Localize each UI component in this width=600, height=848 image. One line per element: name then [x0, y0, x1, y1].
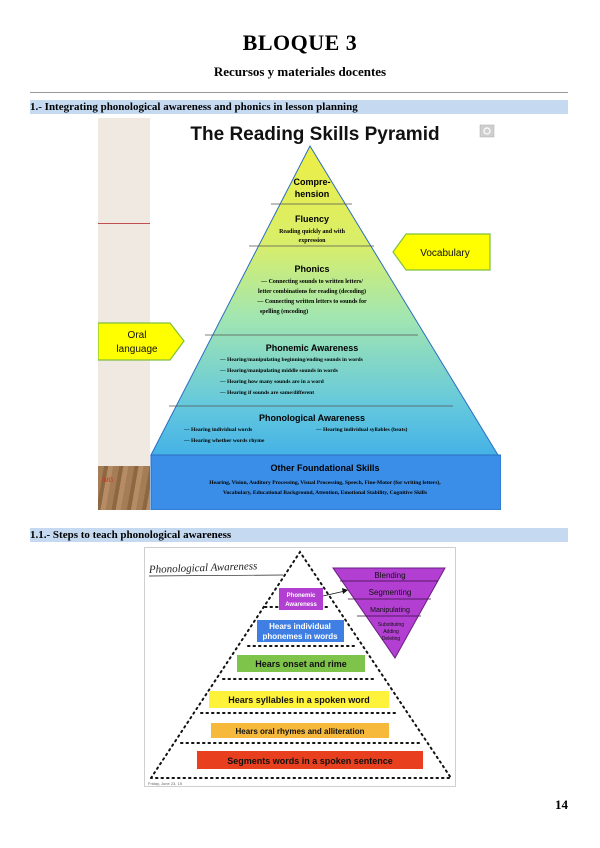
phonological-title: Phonological Awareness — [259, 413, 365, 423]
phonemic-desc-3: — Hearing how many sounds are in a word — [219, 379, 325, 385]
level-syllables: Hears syllables in a spoken word — [209, 691, 389, 708]
page-title: BLOQUE 3 — [242, 30, 358, 55]
level-phonemic-awareness: Phonemic Awareness — [279, 588, 323, 610]
arrow-icon — [322, 588, 348, 597]
foundational-base — [150, 454, 501, 510]
level-onset-rime-label: Hears onset and rime — [255, 659, 347, 669]
pyramid-triangle — [150, 144, 499, 456]
figure2-caption: Friday, June 23, 15 — [148, 781, 183, 786]
foundational-desc-2: Vocabulary, Educational Background, Atte… — [223, 490, 428, 496]
wood-floor: IMG — [98, 466, 150, 510]
figure1-title: The Reading Skills Pyramid — [190, 124, 439, 145]
phonics-desc-4: spelling (encoding) — [260, 308, 308, 315]
corner-mark-text: IMG — [102, 478, 114, 484]
level-onset-rime: Hears onset and rime — [237, 655, 365, 672]
red-line — [98, 223, 150, 224]
phonics-title: Phonics — [294, 264, 329, 274]
foundational-title: Other Foundational Skills — [270, 463, 379, 473]
vocabulary-callout: Vocabulary — [392, 233, 491, 271]
phonemic-desc-2: — Hearing/manipulating middle sounds in … — [219, 368, 339, 374]
level-individual-phonemes-line2: phonemes in words — [262, 632, 338, 641]
vocabulary-label: Vocabulary — [420, 248, 469, 259]
level-phonemic-awareness-line2: Awareness — [285, 602, 317, 608]
reading-skills-pyramid-figure: IMG The Reading Skills Pyramid — [98, 118, 501, 510]
phonological-desc-3: — Hearing whether words rhyme — [183, 438, 265, 444]
phonological-desc-2: — Hearing individual syllables (beats) — [315, 426, 408, 433]
comprehension-line1: Compre- — [293, 177, 330, 187]
phonemic-desc-4: — Hearing if sounds are same/different — [219, 390, 314, 396]
phonological-desc-1: — Hearing individual words — [183, 427, 253, 433]
triangle-deleting: Deleting — [382, 636, 401, 642]
level-rhymes-label: Hears oral rhymes and alliteration — [236, 727, 365, 736]
figure2-title: Phonological Awareness — [148, 560, 258, 576]
pyramid-outline — [150, 550, 453, 779]
triangle-blending: Blending — [374, 571, 405, 580]
triangle-adding: Adding — [383, 629, 399, 635]
level-segments-label: Segments words in a spoken sentence — [227, 756, 393, 766]
phonological-awareness-figure: Phonological Awareness Phonemic Awarenes… — [144, 547, 456, 787]
level-segments: Segments words in a spoken sentence — [197, 751, 423, 769]
comprehension-line2: hension — [295, 189, 330, 199]
level-individual-phonemes: Hears individual phonemes in words — [257, 620, 344, 642]
phonics-desc-3: — Connecting written letters to sounds f… — [256, 299, 367, 305]
level-phonemic-awareness-line1: Phonemic — [287, 593, 316, 599]
triangle-segmenting: Segmenting — [369, 588, 412, 597]
section-heading-1: 1.- Integrating phonological awareness a… — [30, 100, 568, 114]
fluency-desc-2: expression — [299, 238, 327, 244]
triangle-manipulating: Manipulating — [370, 607, 410, 614]
level-individual-phonemes-line1: Hears individual — [269, 622, 331, 631]
level-rhymes: Hears oral rhymes and alliteration — [211, 723, 389, 738]
section-heading-2: 1.1.- Steps to teach phonological awaren… — [30, 528, 568, 542]
manipulation-triangle: Blending Segmenting Manipulating Substit… — [332, 567, 446, 659]
phonics-desc-1: — Connecting sounds to written letters/ — [260, 279, 363, 285]
oral-label: Oral — [128, 330, 147, 341]
fluency-desc-1: Reading quickly and with — [279, 229, 346, 235]
header-divider — [30, 92, 568, 93]
corner-icon — [479, 124, 495, 138]
page-subtitle: Recursos y materiales docentes — [213, 64, 387, 79]
language-label: language — [116, 344, 158, 355]
phonics-desc-2: letter combinations for reading (decodin… — [258, 288, 366, 295]
phonemic-title: Phonemic Awareness — [266, 343, 359, 353]
level-syllables-label: Hears syllables in a spoken word — [228, 695, 370, 705]
fluency-title: Fluency — [295, 214, 329, 224]
page-number: 14 — [555, 797, 568, 812]
foundational-desc-1: Hearing, Vision, Auditory Processing, Vi… — [209, 479, 441, 486]
triangle-substituting: Substituting — [378, 622, 404, 628]
oral-language-callout: Oral language — [98, 322, 185, 361]
photo-left-strip: IMG — [98, 118, 150, 510]
phonemic-desc-1: — Hearing/manipulating beginning/ending … — [219, 357, 364, 363]
